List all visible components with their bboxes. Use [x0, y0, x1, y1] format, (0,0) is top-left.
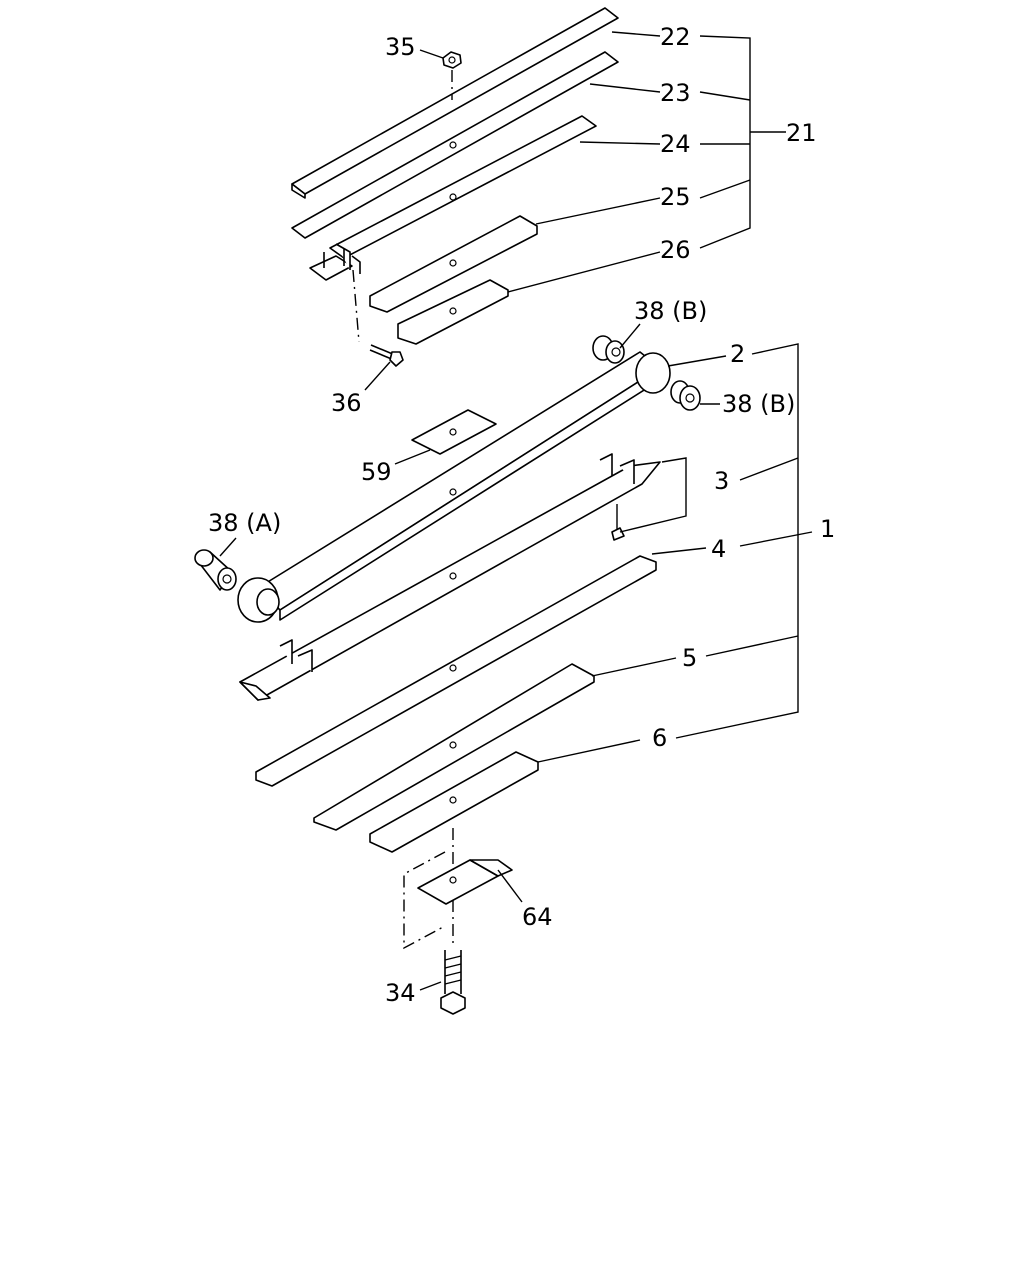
pad-59: [411, 409, 497, 455]
callout-1: 1: [820, 515, 835, 543]
main-leaf-2: [237, 351, 671, 623]
callout-2: 2: [730, 340, 745, 368]
bushing-38b-top: [592, 335, 625, 364]
main-leaf-5: [313, 663, 595, 831]
callout-35: 35: [385, 33, 416, 61]
upper-leaf-24: [329, 115, 597, 259]
callout-21: 21: [786, 119, 817, 147]
callout-38b-top: 38 (B): [634, 297, 707, 325]
callout-26: 26: [660, 236, 691, 264]
callout-36: 36: [331, 389, 362, 417]
callout-22: 22: [660, 23, 691, 51]
plate-64: [417, 859, 513, 905]
upper-leaf-22: [291, 7, 619, 199]
bushing-38b-side: [670, 380, 701, 411]
callout-6: 6: [652, 724, 667, 752]
callout-64: 64: [522, 903, 553, 931]
main-leaf-3: [239, 453, 661, 701]
upper-leaf-23: [291, 51, 619, 239]
callout-59: 59: [361, 458, 392, 486]
callout-38b-side: 38 (B): [722, 390, 795, 418]
callout-34: 34: [385, 979, 416, 1007]
nut-35: [442, 51, 462, 100]
callout-3: 3: [714, 467, 729, 495]
bolt-36: [352, 269, 404, 367]
upper-clip: [309, 243, 361, 281]
bolt-34-bracket-line: [403, 851, 446, 950]
leader-lines: [219, 31, 813, 991]
callout-23: 23: [660, 79, 691, 107]
bushing-38a: [194, 549, 237, 591]
upper-leaf-25: [369, 215, 538, 313]
main-leaf-4: [255, 555, 657, 787]
callout-25: 25: [660, 183, 691, 211]
center-bolt-34: [440, 828, 466, 1015]
callout-24: 24: [660, 130, 691, 158]
callout-5: 5: [682, 644, 697, 672]
main-leaf-6: [369, 751, 539, 853]
callout-4: 4: [711, 535, 726, 563]
callout-38a: 38 (A): [208, 509, 281, 537]
upper-leaf-26: [397, 279, 509, 345]
